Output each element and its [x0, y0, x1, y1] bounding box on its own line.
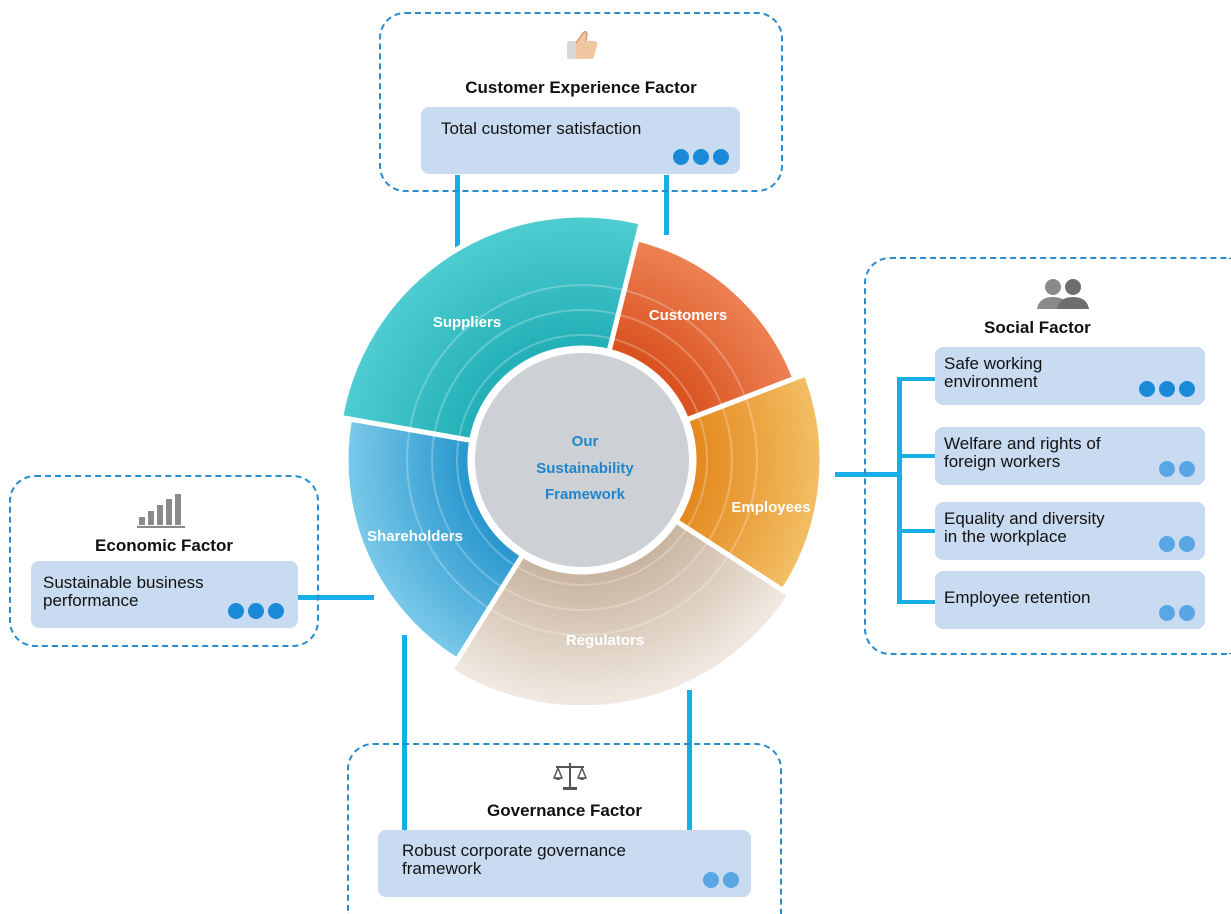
rating-dot [1159, 381, 1175, 397]
item-text: Employee retention [944, 588, 1091, 607]
factor-item: Sustainable business performance [31, 561, 298, 628]
rating-dot [1159, 461, 1175, 477]
factor-item: Safe working environment [935, 347, 1205, 405]
connector-social-branch-4 [897, 600, 937, 604]
scales-icon [552, 760, 588, 792]
rating-dot [723, 872, 739, 888]
economic-factor-box [9, 475, 319, 647]
connector-social [835, 472, 900, 477]
connector-social-trunk [897, 377, 902, 604]
rating-dots [1159, 461, 1195, 477]
thumbs-up-icon [564, 27, 600, 63]
rating-dot [673, 149, 689, 165]
item-text: Robust corporate governance framework [402, 841, 626, 878]
rating-dot [1159, 536, 1175, 552]
segment-label-suppliers: Suppliers [433, 314, 501, 331]
rating-dot [693, 149, 709, 165]
rating-dot [713, 149, 729, 165]
rating-dots [703, 872, 739, 888]
bar-chart-icon [137, 493, 187, 529]
item-text: Sustainable business performance [43, 573, 204, 610]
rating-dots [673, 149, 729, 165]
factor-item: Robust corporate governance framework [378, 830, 751, 897]
customer-experience-factor-title: Customer Experience Factor [465, 78, 697, 97]
rating-dot [1159, 605, 1175, 621]
factor-item: Equality and diversity in the workplace [935, 502, 1205, 560]
rating-dot [1179, 605, 1195, 621]
rating-dot [1179, 536, 1195, 552]
item-text: Total customer satisfaction [441, 119, 642, 138]
customer-experience-factor-box [379, 12, 783, 192]
rating-dot [268, 603, 284, 619]
rating-dots [228, 603, 284, 619]
connector-social-branch-2 [897, 454, 937, 458]
connector-economic [298, 595, 374, 600]
segment-label-shareholders: Shareholders [367, 528, 463, 545]
rating-dot [1139, 381, 1155, 397]
rating-dot [248, 603, 264, 619]
rating-dot [1179, 461, 1195, 477]
connector-social-branch-1 [897, 377, 937, 381]
social-factor-title: Social Factor [984, 318, 1091, 337]
governance-factor-title: Governance Factor [487, 801, 642, 820]
center-title-line-1: Our [572, 433, 599, 450]
segment-label-customers: Customers [649, 307, 727, 324]
rating-dot [1179, 381, 1195, 397]
segment-label-regulators: Regulators [566, 632, 644, 649]
people-icon [1035, 277, 1091, 311]
sustainability-wheel: Our Sustainability Framework Suppliers C… [337, 215, 825, 705]
rating-dot [703, 872, 719, 888]
item-text: Equality and diversity in the workplace [944, 509, 1105, 546]
factor-item: Total customer satisfaction [421, 107, 740, 174]
center-title-line-3: Framework [545, 486, 626, 503]
factor-item: Employee retention [935, 571, 1205, 629]
center-title-line-2: Sustainability [536, 460, 634, 477]
rating-dot [228, 603, 244, 619]
connector-customer-right [664, 175, 669, 235]
connector-social-branch-3 [897, 529, 937, 533]
economic-factor-title: Economic Factor [95, 536, 233, 555]
rating-dots [1159, 536, 1195, 552]
connector-customer-left [455, 175, 460, 253]
rating-dots [1159, 605, 1195, 621]
factor-item: Welfare and rights of foreign workers [935, 427, 1205, 485]
item-text: Safe working environment [944, 354, 1043, 391]
connector-governance-left [402, 635, 407, 830]
item-text: Welfare and rights of foreign workers [944, 434, 1101, 471]
segment-label-employees: Employees [731, 499, 810, 516]
rating-dots [1139, 381, 1195, 397]
social-factor-box [864, 257, 1231, 655]
connector-governance-right [687, 690, 692, 830]
governance-factor-box [347, 743, 782, 914]
center-circle [469, 347, 695, 573]
